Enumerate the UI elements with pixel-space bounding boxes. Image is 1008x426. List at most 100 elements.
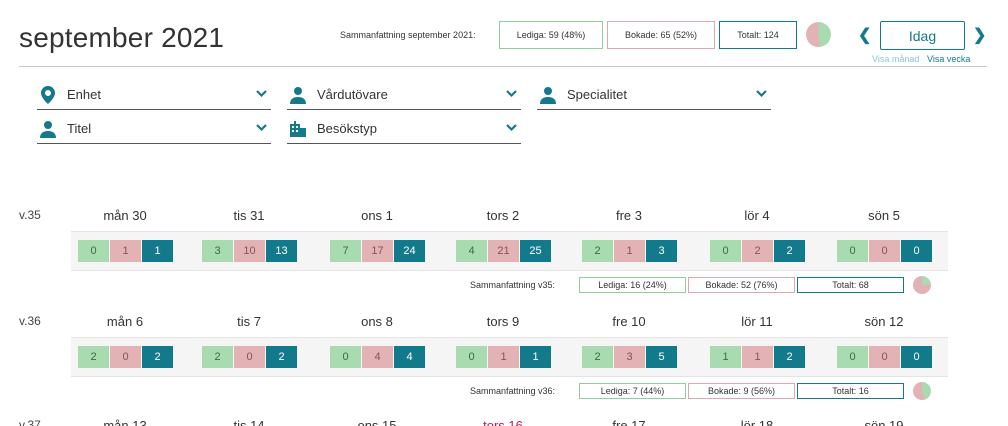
- booked-slots-cell[interactable]: 1: [614, 240, 645, 262]
- chevron-down-icon: [256, 123, 267, 135]
- booked-slots-cell[interactable]: 0: [869, 240, 900, 262]
- week-number-label: v.35: [19, 208, 41, 222]
- free-slots-cell[interactable]: 4: [456, 240, 487, 262]
- month-free-badge: Lediga: 59 (48%): [499, 21, 603, 49]
- unit-filter-dropdown[interactable]: Enhet: [37, 80, 271, 110]
- specialty-filter-dropdown[interactable]: Specialitet: [537, 80, 771, 110]
- caregiver-filter-dropdown[interactable]: Vårdutövare: [287, 80, 521, 110]
- chevron-down-icon: [506, 123, 517, 135]
- booked-slots-cell[interactable]: 4: [362, 346, 393, 368]
- chevron-down-icon: [506, 89, 517, 101]
- total-slots-cell[interactable]: 2: [266, 346, 297, 368]
- day-header[interactable]: sön 19: [864, 418, 904, 426]
- day-header[interactable]: lör 18: [740, 418, 774, 426]
- free-slots-cell[interactable]: 0: [330, 346, 361, 368]
- day-header[interactable]: tors 2: [486, 208, 520, 223]
- user-icon: [537, 86, 559, 104]
- total-slots-cell[interactable]: 13: [266, 240, 297, 262]
- free-slots-cell[interactable]: 2: [202, 346, 233, 368]
- week-total-badge: Totalt: 68: [797, 277, 904, 293]
- day-header[interactable]: lör 4: [744, 208, 770, 223]
- chevron-down-icon: [756, 89, 767, 101]
- total-slots-cell[interactable]: 2: [142, 346, 173, 368]
- day-header[interactable]: tis 31: [233, 208, 265, 223]
- week-free-badge: Lediga: 7 (44%): [579, 383, 686, 399]
- month-summary-label: Sammanfattning september 2021:: [340, 30, 476, 40]
- total-slots-cell[interactable]: 24: [394, 240, 425, 262]
- calendar-header: september 2021 Sammanfattning september …: [0, 0, 1008, 70]
- free-slots-cell[interactable]: 0: [837, 240, 868, 262]
- today-button[interactable]: Idag: [880, 21, 965, 50]
- day-header[interactable]: tors 16: [483, 418, 523, 426]
- free-slots-cell[interactable]: 0: [456, 346, 487, 368]
- day-header[interactable]: ons 15: [357, 418, 397, 426]
- booked-slots-cell[interactable]: 0: [110, 346, 141, 368]
- booked-slots-cell[interactable]: 21: [488, 240, 519, 262]
- visit-type-filter-dropdown[interactable]: Besökstyp: [287, 114, 521, 144]
- specialty-filter-label: Specialitet: [567, 87, 627, 102]
- day-header[interactable]: mån 13: [103, 418, 147, 426]
- view-week-link[interactable]: Visa vecka: [927, 54, 971, 64]
- day-header[interactable]: mån 6: [106, 314, 144, 329]
- week-booked-badge: Bokade: 9 (56%): [688, 383, 795, 399]
- booked-slots-cell[interactable]: 10: [234, 240, 265, 262]
- header-divider: [19, 66, 987, 67]
- location-pin-icon: [37, 85, 59, 104]
- day-header[interactable]: tors 9: [486, 314, 520, 329]
- total-slots-cell[interactable]: 1: [520, 346, 551, 368]
- chevron-left-icon[interactable]: ❮: [858, 27, 872, 44]
- booked-slots-cell[interactable]: 2: [742, 240, 773, 262]
- week-booked-badge: Bokade: 52 (76%): [688, 277, 795, 293]
- total-slots-cell[interactable]: 25: [520, 240, 551, 262]
- chevron-down-icon: [256, 89, 267, 101]
- day-header[interactable]: tis 7: [237, 314, 261, 329]
- unit-filter-label: Enhet: [67, 87, 101, 102]
- booked-slots-cell[interactable]: 1: [488, 346, 519, 368]
- title-filter-label: Titel: [67, 121, 92, 136]
- booked-slots-cell[interactable]: 0: [234, 346, 265, 368]
- day-header[interactable]: ons 1: [361, 208, 393, 223]
- free-slots-cell[interactable]: 2: [582, 346, 613, 368]
- total-slots-cell[interactable]: 1: [142, 240, 173, 262]
- total-slots-cell[interactable]: 0: [901, 346, 932, 368]
- user-icon: [37, 120, 59, 138]
- chevron-right-icon[interactable]: ❯: [973, 27, 987, 44]
- total-slots-cell[interactable]: 2: [774, 240, 805, 262]
- week-summary-label: Sammanfattning v35:: [470, 280, 556, 290]
- free-slots-cell[interactable]: 7: [330, 240, 361, 262]
- free-slots-cell[interactable]: 3: [202, 240, 233, 262]
- free-slots-cell[interactable]: 1: [710, 346, 741, 368]
- free-slots-cell[interactable]: 0: [710, 240, 741, 262]
- week-pie-chart: [913, 276, 931, 294]
- booked-slots-cell[interactable]: 1: [110, 240, 141, 262]
- day-header[interactable]: fre 3: [615, 208, 642, 223]
- week-free-badge: Lediga: 16 (24%): [579, 277, 686, 293]
- day-header[interactable]: sön 5: [868, 208, 900, 223]
- total-slots-cell[interactable]: 0: [901, 240, 932, 262]
- day-header[interactable]: ons 8: [361, 314, 393, 329]
- day-header[interactable]: lör 11: [741, 314, 773, 329]
- total-slots-cell[interactable]: 3: [646, 240, 677, 262]
- view-month-link[interactable]: Visa månad: [872, 54, 920, 64]
- week-pie-chart: [913, 382, 931, 400]
- free-slots-cell[interactable]: 0: [78, 240, 109, 262]
- total-slots-cell[interactable]: 2: [774, 346, 805, 368]
- booked-slots-cell[interactable]: 1: [742, 346, 773, 368]
- free-slots-cell[interactable]: 2: [78, 346, 109, 368]
- day-header[interactable]: mån 30: [103, 208, 147, 223]
- title-filter-dropdown[interactable]: Titel: [37, 114, 271, 144]
- day-header[interactable]: sön 12: [864, 314, 904, 329]
- booked-slots-cell[interactable]: 17: [362, 240, 393, 262]
- free-slots-cell[interactable]: 2: [582, 240, 613, 262]
- building-icon: [287, 120, 309, 138]
- free-slots-cell[interactable]: 0: [837, 346, 868, 368]
- user-icon: [287, 86, 309, 104]
- booked-slots-cell[interactable]: 3: [614, 346, 645, 368]
- day-header[interactable]: tis 14: [233, 418, 265, 426]
- day-header[interactable]: fre 10: [612, 314, 646, 329]
- booked-slots-cell[interactable]: 0: [869, 346, 900, 368]
- total-slots-cell[interactable]: 4: [394, 346, 425, 368]
- total-slots-cell[interactable]: 5: [646, 346, 677, 368]
- visit-type-filter-label: Besökstyp: [317, 121, 377, 136]
- day-header[interactable]: fre 17: [612, 418, 646, 426]
